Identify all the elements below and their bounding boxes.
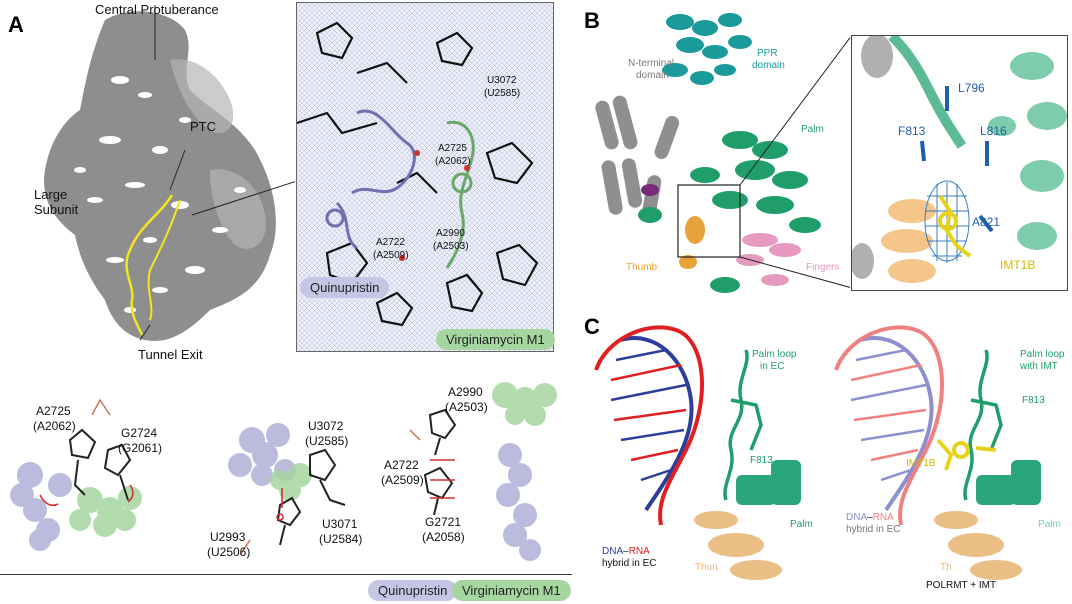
c-left-palm-loop-line2: in EC	[760, 361, 785, 372]
c-right-hybrid-label: hybrid in EC	[846, 524, 901, 535]
density-label-u3072: U3072	[487, 75, 517, 86]
panel-a-label: A	[8, 12, 24, 37]
zoom-label-imt1b: IMT1B	[1000, 258, 1036, 272]
bottom-label-g2721: G2721	[425, 515, 462, 529]
density-label-a2725: A2725	[438, 143, 467, 154]
legend-quinupristin: Quinupristin	[368, 580, 458, 601]
zoom-label-l796: L796	[958, 81, 985, 95]
c-right-dash-text: –	[867, 512, 873, 523]
fingers-label: Fingers	[806, 262, 840, 273]
tunnel-exit-label: Tunnel Exit	[138, 347, 203, 362]
c-right-caption: POLRMT + IMT	[926, 580, 997, 591]
bottom-label-a2725: A2725	[36, 404, 71, 418]
panel-a-divider	[0, 574, 572, 575]
thumb-label: Thumb	[626, 262, 658, 273]
zoom-label-f813: F813	[898, 124, 926, 138]
density-mesh-image	[297, 3, 553, 351]
bottom-label-g2724: G2724	[121, 426, 158, 440]
c-left-palm-loop-line1: Palm loop	[752, 349, 797, 360]
c-right-imt1b-label: IMT1B	[906, 458, 936, 469]
bottom-label-a2722: A2722	[384, 458, 419, 472]
polrmt-structure-image	[595, 13, 850, 293]
ppr-domain-label-line2: domain	[752, 60, 785, 71]
imt1b-zoom-box	[851, 35, 1068, 291]
ptc-label: PTC	[190, 119, 216, 134]
density-label-a2509: (A2509)	[373, 250, 409, 261]
bottom-label-a2503: (A2503)	[445, 400, 488, 414]
c-left-rna-text: RNA	[628, 546, 650, 557]
bottom-label-u2506: (U2506)	[207, 545, 251, 559]
bottom-label-u2993: U2993	[210, 530, 246, 544]
density-quinupristin-tag: Quinupristin	[300, 277, 390, 298]
c-right-rna-text: RNA	[872, 512, 894, 523]
bottom-label-g2061: (G2061)	[118, 441, 163, 455]
density-label-a2503: (A2503)	[433, 241, 469, 252]
central-protuberance-label: Central Protuberance	[95, 2, 219, 17]
c-left-dna-text: DNA	[602, 546, 624, 557]
bottom-label-a2058: (A2058)	[422, 530, 465, 544]
dna-rna-hybrid-left-image	[594, 325, 801, 580]
panel-c-label: C	[584, 314, 600, 339]
bottom-label-u2585: (U2585)	[305, 434, 349, 448]
bottom-label-u3071: U3071	[322, 517, 358, 531]
ribosome-surface-image	[44, 5, 295, 341]
c-right-dna-rna-label: DNA–RNA	[846, 512, 894, 523]
legend-virginiamycin: Virginiamycin M1	[452, 580, 571, 601]
binding-site-views-image	[10, 382, 557, 561]
density-virginiamycin-tag: Virginiamycin M1	[436, 329, 555, 350]
c-right-palm-loop-line2: with IMT	[1020, 361, 1058, 372]
c-left-dash-text: –	[623, 546, 629, 557]
c-right-dna-text: DNA	[846, 512, 868, 523]
c-left-hybrid-label: hybrid in EC	[602, 558, 657, 569]
c-left-palm-label: Palm	[790, 519, 813, 530]
large-subunit-label-line1: Large	[34, 187, 68, 202]
palm-label: Palm	[801, 124, 824, 135]
bottom-label-u2584: (U2584)	[319, 532, 363, 546]
large-subunit-label-line2: Subunit	[34, 202, 79, 217]
density-label-u2585: (U2585)	[484, 88, 521, 99]
n-terminal-label-line2: domain	[636, 70, 669, 81]
c-left-dna-rna-label: DNA–RNA	[602, 546, 650, 557]
zoom-label-l816: L816	[980, 124, 1007, 138]
c-right-palm-loop-line1: Palm loop	[1020, 349, 1065, 360]
bottom-label-a2062: (A2062)	[33, 419, 76, 433]
n-terminal-label-line1: N-terminal	[628, 58, 675, 69]
c-right-thumb-label: Th	[940, 562, 952, 573]
zoom-label-a821: A821	[972, 215, 1001, 229]
density-label-a2062: (A2062)	[435, 156, 471, 167]
c-right-palm-label: Palm	[1038, 519, 1061, 530]
dna-rna-hybrid-right-image	[834, 325, 1041, 580]
density-label-a2722: A2722	[376, 237, 405, 248]
imt1b-binding-site-image	[852, 36, 1067, 283]
bottom-label-a2990: A2990	[448, 385, 483, 399]
density-zoom-box	[296, 2, 554, 352]
c-left-f813-label: F813	[750, 455, 773, 466]
bottom-label-a2509: (A2509)	[381, 473, 424, 487]
panel-b-label: B	[584, 8, 600, 33]
density-label-a2990: A2990	[436, 228, 465, 239]
ppr-domain-label-line1: PPR	[757, 48, 778, 59]
c-right-f813-label: F813	[1022, 395, 1045, 406]
c-left-thumb-label: Thun	[695, 562, 718, 573]
bottom-label-u3072: U3072	[308, 419, 344, 433]
